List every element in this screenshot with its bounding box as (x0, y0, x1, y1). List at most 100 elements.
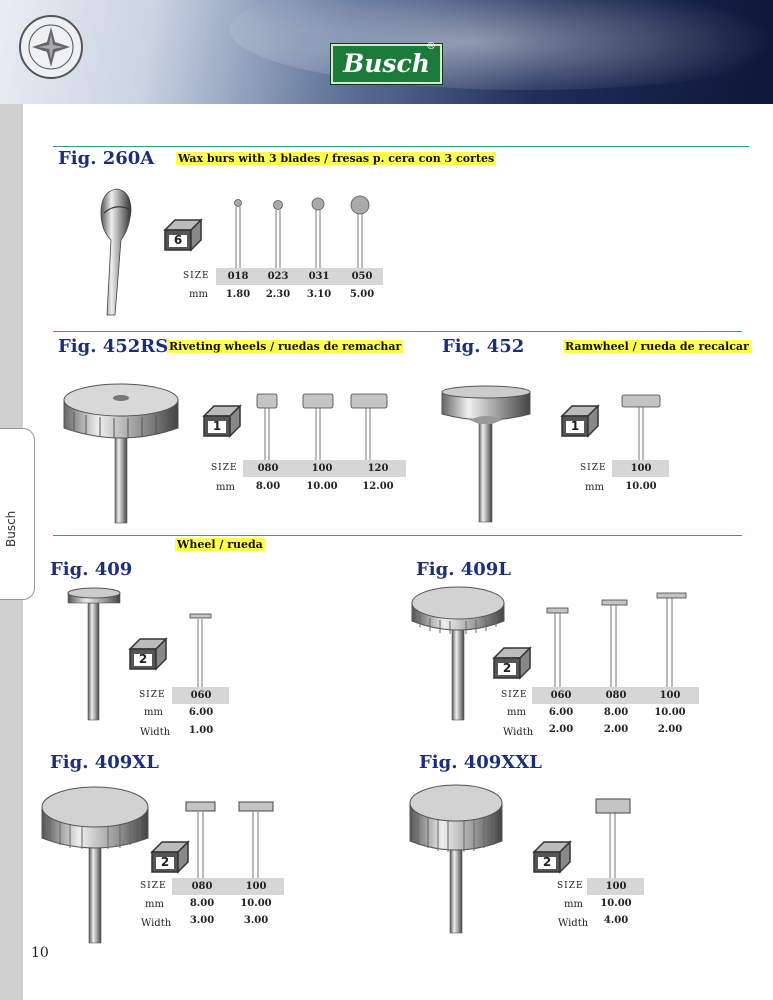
wheel-409xl-photo (41, 786, 149, 944)
fig-452rs-heading: Fig. 452RS (58, 336, 169, 357)
size-label: SIZE (501, 690, 528, 700)
width-value: 2.00 (657, 724, 683, 735)
section-rule (53, 146, 749, 147)
package-box-icon (532, 840, 572, 874)
size-label: SIZE (557, 881, 584, 891)
package-box-icon (202, 404, 242, 438)
mm-value: 3.10 (306, 289, 332, 300)
wax-bur-photo (100, 188, 132, 316)
fig-260a-title: Wax burs with 3 blades / fresas p. cera … (176, 152, 497, 165)
size-value: 060 (190, 690, 212, 701)
section-rule (53, 331, 742, 332)
mm-label: mm (216, 482, 235, 493)
width-value: 1.00 (188, 725, 214, 736)
riveting-wheel-diagram (256, 393, 388, 462)
width-label: Width (140, 727, 171, 738)
mm-value: 10.00 (625, 481, 657, 492)
mm-value: 1.80 (225, 289, 251, 300)
package-count: 2 (138, 652, 148, 666)
header-swoosh (230, 0, 773, 90)
wheel-409xxl-photo (409, 784, 503, 934)
wheel-title: Wheel / rueda (175, 538, 265, 551)
width-label: Width (141, 918, 172, 929)
size-value: 100 (659, 690, 681, 701)
size-label: SIZE (183, 271, 210, 281)
fig-452rs-title: Riveting wheels / ruedas de remachar (167, 340, 404, 353)
mm-value: 10.00 (306, 481, 338, 492)
wheel-409xl-diagram (185, 801, 274, 878)
fig-409xl-heading: Fig. 409XL (50, 752, 159, 773)
width-label: Width (558, 918, 589, 929)
fig-452-title: Ramwheel / rueda de recalcar (563, 340, 751, 353)
size-band (216, 268, 383, 285)
package-box-icon (150, 840, 190, 874)
side-tab: Busch (0, 428, 35, 600)
riveting-wheel-photo (63, 383, 179, 524)
size-label: SIZE (140, 881, 167, 891)
package-box-icon (128, 637, 168, 671)
mm-value: 12.00 (362, 481, 394, 492)
size-value: 100 (245, 881, 267, 892)
width-label: Width (503, 727, 534, 738)
wheel-409-photo (67, 587, 121, 721)
wheel-409-diagram (189, 613, 212, 687)
size-value: 023 (267, 271, 289, 282)
mm-value: 2.30 (265, 289, 291, 300)
registered-mark: ® (426, 41, 436, 52)
bur-diagram (234, 195, 370, 273)
package-count: 6 (173, 233, 183, 247)
busch-logo: Busch (331, 44, 442, 84)
package-count: 2 (502, 661, 512, 675)
size-value: 120 (367, 463, 389, 474)
size-value: 080 (191, 881, 213, 892)
mm-label: mm (145, 899, 164, 910)
size-label: SIZE (580, 463, 607, 473)
package-box-icon (163, 218, 203, 252)
mm-value: 8.00 (189, 898, 215, 909)
fig-452-heading: Fig. 452 (442, 336, 525, 357)
size-value: 060 (550, 690, 572, 701)
size-label: SIZE (139, 690, 166, 700)
page-header: Busch ® (0, 0, 773, 104)
mm-value: 8.00 (255, 481, 281, 492)
package-count: 2 (160, 855, 170, 869)
mm-label: mm (144, 707, 163, 718)
mm-value: 8.00 (603, 707, 629, 718)
width-value: 2.00 (603, 724, 629, 735)
size-value: 100 (311, 463, 333, 474)
mm-value: 6.00 (548, 707, 574, 718)
fig-409-heading: Fig. 409 (50, 559, 133, 580)
wheel-409l-diagram (546, 592, 687, 687)
size-band (172, 878, 284, 895)
section-rule (53, 535, 742, 536)
mm-value: 10.00 (654, 707, 686, 718)
mm-value: 10.00 (240, 898, 272, 909)
mm-value: 10.00 (600, 898, 632, 909)
width-value: 3.00 (189, 915, 215, 926)
width-value: 4.00 (603, 915, 629, 926)
wheel-409l-photo (411, 586, 505, 721)
package-count: 1 (570, 419, 580, 433)
fig-409xxl-heading: Fig. 409XXL (419, 752, 542, 773)
page-number: 10 (31, 945, 49, 961)
fig-260a-heading: Fig. 260A (58, 148, 155, 169)
size-band (612, 460, 669, 477)
mm-label: mm (189, 289, 208, 300)
size-value: 080 (257, 463, 279, 474)
mm-value: 6.00 (188, 707, 214, 718)
mm-label: mm (507, 707, 526, 718)
size-band (243, 460, 406, 477)
package-box-icon (492, 646, 532, 680)
size-band (587, 878, 644, 895)
size-value: 100 (630, 463, 652, 474)
size-band (172, 687, 229, 704)
fig-409l-heading: Fig. 409L (416, 559, 511, 580)
side-tab-label: Busch (4, 510, 18, 547)
seal-logo-icon (19, 15, 83, 79)
package-count: 1 (212, 419, 222, 433)
mm-value: 5.00 (349, 289, 375, 300)
package-box-icon (560, 404, 600, 438)
width-value: 2.00 (548, 724, 574, 735)
size-value: 080 (605, 690, 627, 701)
ramwheel-diagram (621, 394, 661, 463)
